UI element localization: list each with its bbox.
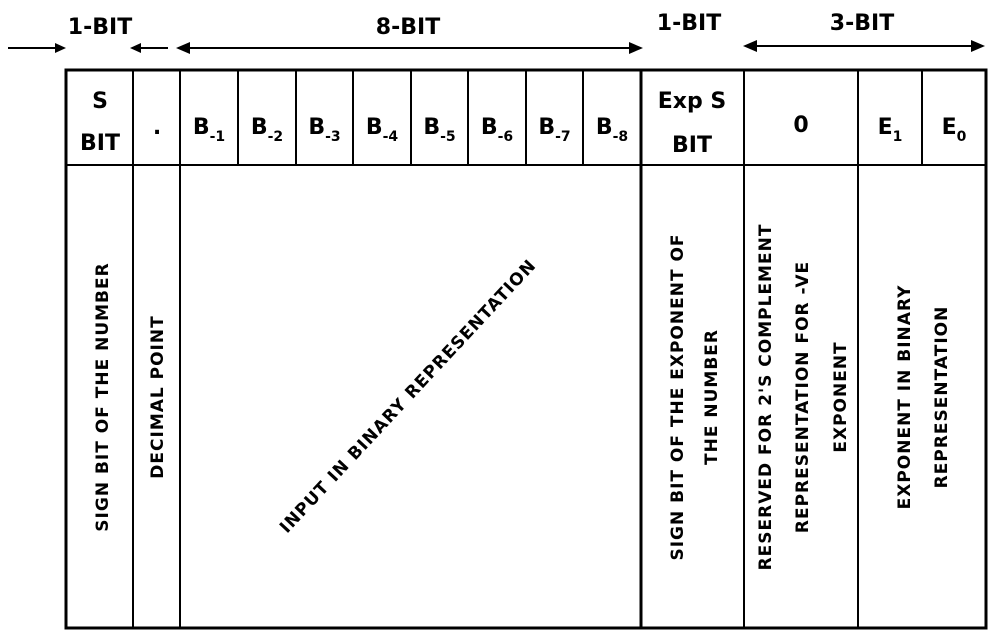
mantissa-width-label: 8-BIT — [376, 15, 440, 40]
mantissa-bit-header: B-6 — [481, 115, 513, 145]
mantissa-bit-header-subscript: -2 — [268, 129, 284, 145]
exponent-bit-header: E1 — [878, 115, 903, 145]
mantissa-bit-header: B-2 — [251, 115, 283, 145]
exp-sign-header-line2: BIT — [672, 133, 712, 158]
mantissa-bit-header-letter: B — [596, 115, 613, 140]
exponent-width-arrow — [743, 40, 985, 52]
mantissa-bit-header: B-7 — [538, 115, 570, 145]
mantissa-bit-header: B-8 — [596, 115, 628, 145]
decimal-point-description: DECIMAL POINT — [148, 315, 168, 478]
mantissa-bit-header: B-1 — [193, 115, 225, 145]
mantissa-width-arrow — [176, 42, 643, 54]
exponent-bit-header-letter: E — [878, 115, 893, 140]
exp-sign-description-line2: THE NUMBER — [702, 329, 722, 465]
sign-bit-header-line1: S — [92, 89, 108, 114]
mantissa-bit-header: B-4 — [366, 115, 399, 145]
exponent-width-label: 3-BIT — [830, 11, 894, 36]
reserved-description-line1: RESERVED FOR 2'S COMPLEMENT — [756, 224, 776, 571]
mantissa-bit-header-letter: B — [308, 115, 325, 140]
mantissa-bit-header-subscript: -1 — [210, 129, 226, 145]
sign-width-arrow-right — [130, 43, 168, 53]
mantissa-bit-header: B-3 — [308, 115, 340, 145]
mantissa-bit-header-letter: B — [251, 115, 268, 140]
mantissa-bit-header-subscript: -4 — [383, 129, 399, 145]
exp-sign-width-label: 1-BIT — [657, 11, 721, 36]
mantissa-description: INPUT IN BINARY REPRESENTATION — [276, 256, 541, 538]
reserved-description-line3: EXPONENT — [831, 341, 851, 452]
sign-bit-header-line2: BIT — [80, 131, 120, 156]
sign-width-label: 1-BIT — [68, 15, 132, 40]
mantissa-bit-header-subscript: -7 — [555, 129, 571, 145]
mantissa-bit-header-letter: B — [193, 115, 210, 140]
sign-bit-description: SIGN BIT OF THE NUMBER — [93, 262, 113, 531]
mantissa-bit-header: B-5 — [423, 115, 455, 145]
exponent-bit-header-subscript: 0 — [957, 129, 967, 145]
exponent-bit-header-letter: E — [942, 115, 957, 140]
exponent-description-line2: REPRESENTATION — [932, 306, 952, 489]
mantissa-bit-header-subscript: -6 — [498, 129, 514, 145]
exponent-bit-header: E0 — [942, 115, 967, 145]
reserved-description-line2: REPRESENTATION FOR -VE — [793, 261, 813, 533]
mantissa-bit-header-subscript: -8 — [613, 129, 629, 145]
sign-width-arrow-left — [8, 43, 66, 53]
exponent-description-line1: EXPONENT IN BINARY — [895, 285, 915, 510]
exp-sign-description-line1: SIGN BIT OF THE EXPONENT OF — [668, 233, 688, 560]
mantissa-bit-header-subscript: -5 — [440, 129, 456, 145]
exponent-bit-header-subscript: 1 — [893, 129, 903, 145]
mantissa-bit-header-letter: B — [538, 115, 555, 140]
mantissa-bit-header-subscript: -3 — [325, 129, 341, 145]
reserved-bit-header: 0 — [793, 113, 808, 138]
exp-sign-header-line1: Exp S — [658, 89, 726, 114]
mantissa-bit-header-letter: B — [481, 115, 498, 140]
mantissa-bit-header-letter: B — [366, 115, 383, 140]
decimal-point-header: . — [153, 115, 161, 140]
mantissa-bit-header-letter: B — [423, 115, 440, 140]
